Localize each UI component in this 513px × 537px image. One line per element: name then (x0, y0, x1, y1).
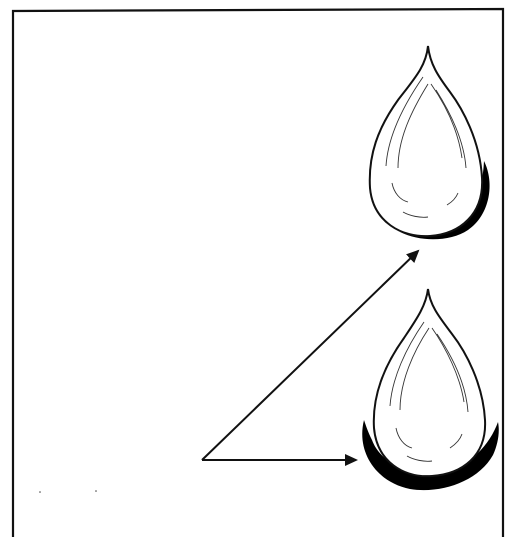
droplet-top (370, 46, 490, 239)
droplet-top-outline (370, 46, 482, 236)
droplet-bottom (362, 289, 499, 490)
speck (95, 490, 97, 492)
droplet-bottom-outline (374, 289, 485, 476)
speck (39, 491, 41, 493)
